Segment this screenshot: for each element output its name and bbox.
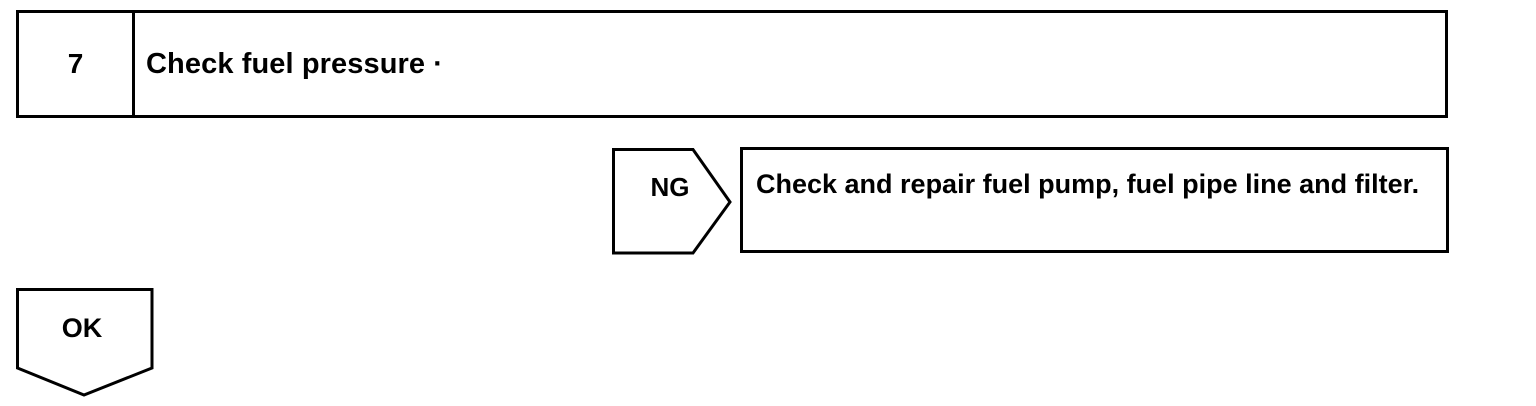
step-number: 7	[19, 13, 135, 115]
ng-arrow-shape	[612, 148, 732, 255]
step-box: 7 Check fuel pressure ·	[16, 10, 1448, 118]
ok-arrow-shape	[16, 288, 154, 397]
ng-action-text: Check and repair fuel pump, fuel pipe li…	[756, 169, 1420, 199]
ng-label: NG	[650, 172, 690, 202]
ng-action-box: Check and repair fuel pump, fuel pipe li…	[740, 147, 1449, 253]
step-title: Check fuel pressure ·	[146, 47, 444, 80]
ok-label: OK	[61, 313, 103, 343]
